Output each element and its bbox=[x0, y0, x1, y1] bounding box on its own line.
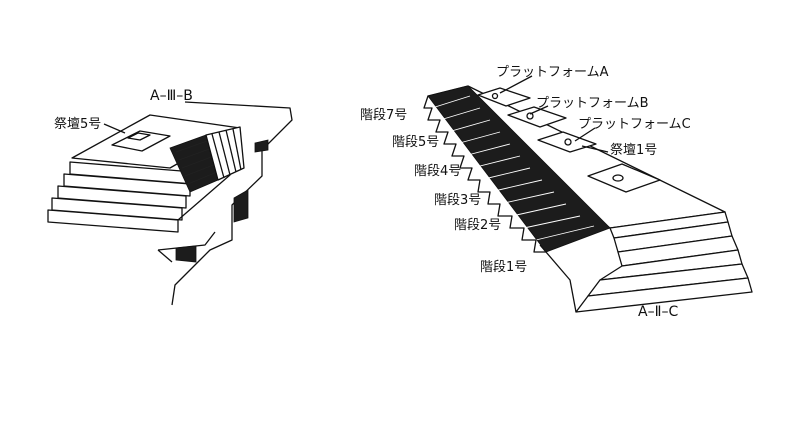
stair-5-label: 階段5号 bbox=[392, 135, 439, 150]
stair-1-label: 階段1号 bbox=[480, 260, 527, 275]
platform-c bbox=[537, 131, 597, 153]
left-structure: A–Ⅲ–B 祭壇5号 bbox=[47, 88, 293, 306]
right-structure: プラットフォームA プラットフォームB プラットフォームC 祭壇1号 階段7号 … bbox=[360, 65, 753, 320]
platform-b bbox=[507, 106, 567, 128]
right-stairs bbox=[423, 85, 611, 253]
right-title: A–Ⅱ–C bbox=[638, 304, 678, 320]
altar-1-label: 祭壇1号 bbox=[610, 142, 657, 158]
left-title: A–Ⅲ–B bbox=[150, 88, 193, 104]
platform-a bbox=[477, 87, 531, 107]
stair-3-label: 階段3号 bbox=[434, 193, 481, 208]
platform-a-label: プラットフォームA bbox=[496, 65, 609, 80]
platform-c-label: プラットフォームC bbox=[578, 117, 691, 132]
altar-5 bbox=[103, 123, 171, 152]
platform-b-label: プラットフォームB bbox=[536, 96, 649, 111]
stair-7-label: 階段7号 bbox=[360, 108, 407, 123]
altar-5-label: 祭壇5号 bbox=[54, 116, 101, 132]
left-stair bbox=[169, 126, 245, 193]
stair-4-label: 階段4号 bbox=[414, 164, 461, 179]
stair-2-label: 階段2号 bbox=[454, 218, 501, 233]
altar-1 bbox=[587, 163, 661, 193]
